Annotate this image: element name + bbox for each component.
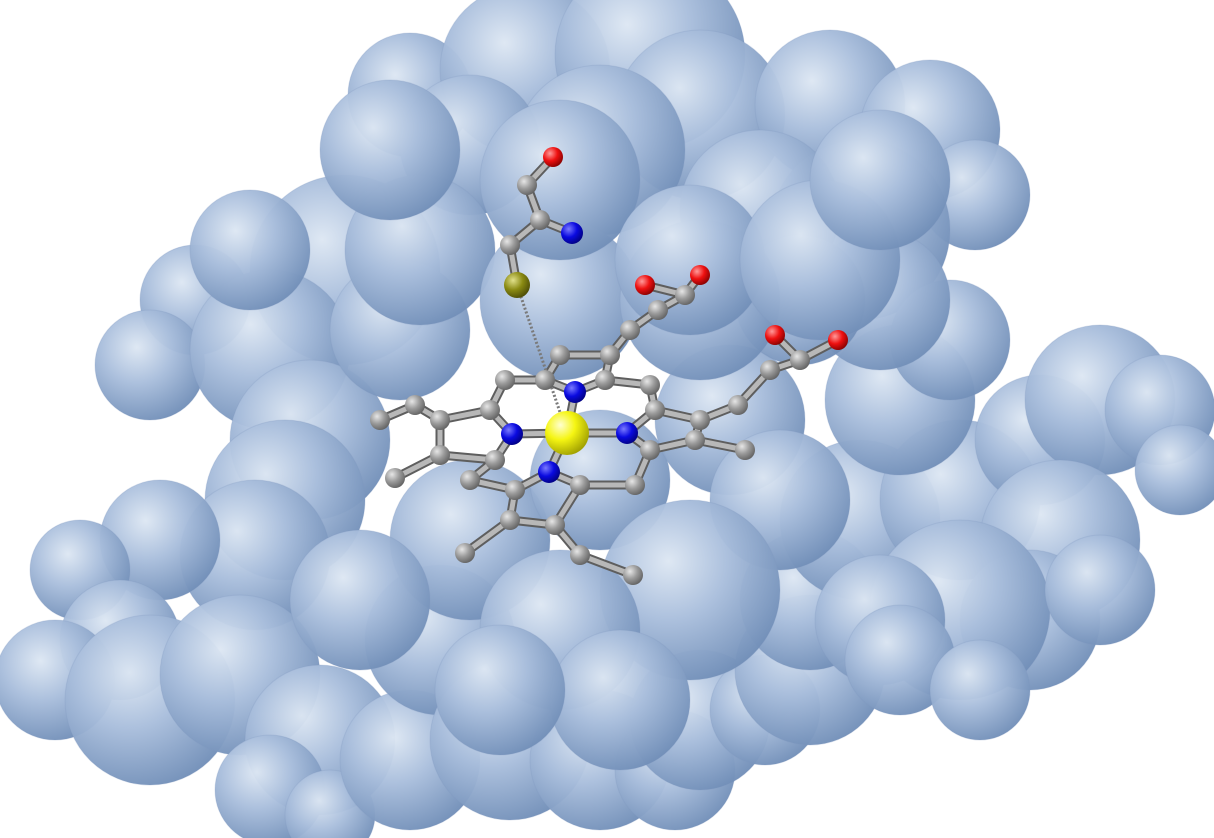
nitrogen-atom: [616, 422, 638, 444]
carbon-atom: [517, 175, 537, 195]
carbon-atom: [455, 543, 475, 563]
carbon-atom: [648, 300, 668, 320]
iron-atom: [545, 411, 589, 455]
surface-sphere: [189, 189, 311, 311]
carbon-atom: [623, 565, 643, 585]
surface-sphere: [1134, 424, 1214, 516]
carbon-atom: [640, 440, 660, 460]
carbon-atom: [600, 345, 620, 365]
surface-sphere: [94, 309, 206, 421]
surface-sphere: [289, 529, 431, 671]
nitrogen-atom: [538, 461, 560, 483]
carbon-atom: [595, 370, 615, 390]
nitrogen-atom: [564, 381, 586, 403]
carbon-atom: [545, 515, 565, 535]
carbon-atom: [430, 410, 450, 430]
surface-sphere: [1044, 534, 1156, 646]
carbon-atom: [728, 395, 748, 415]
carbon-atom: [645, 400, 665, 420]
surface-sphere: [319, 79, 461, 221]
carbon-atom: [570, 545, 590, 565]
carbon-atom: [640, 375, 660, 395]
carbon-atom: [480, 400, 500, 420]
carbon-atom: [760, 360, 780, 380]
carbon-atom: [370, 410, 390, 430]
carbon-atom: [690, 410, 710, 430]
carbon-atom: [685, 430, 705, 450]
carbon-atom: [550, 345, 570, 365]
surface-sphere: [809, 109, 951, 251]
surface-sphere: [929, 639, 1031, 741]
carbon-atom: [405, 395, 425, 415]
carbon-atom: [385, 468, 405, 488]
oxygen-atom: [690, 265, 710, 285]
heme-ligand-ball-and-stick: [370, 147, 848, 585]
carbon-atom: [500, 510, 520, 530]
carbon-atom: [790, 350, 810, 370]
carbon-atom: [495, 370, 515, 390]
carbon-atom: [505, 480, 525, 500]
carbon-atom: [675, 285, 695, 305]
sulfur-atom: [504, 272, 530, 298]
carbon-atom: [625, 475, 645, 495]
carbon-atom: [530, 210, 550, 230]
oxygen-atom: [765, 325, 785, 345]
carbon-atom: [485, 450, 505, 470]
ligand-atoms: [370, 147, 848, 585]
surface-sphere: [479, 99, 641, 261]
surface-sphere: [549, 629, 691, 771]
carbon-atom: [430, 445, 450, 465]
carbon-atom: [535, 370, 555, 390]
oxygen-atom: [635, 275, 655, 295]
carbon-atom: [500, 235, 520, 255]
nitrogen-atom: [501, 423, 523, 445]
carbon-atom: [460, 470, 480, 490]
surface-sphere: [434, 624, 566, 756]
carbon-atom: [735, 440, 755, 460]
nitrogen-atom: [561, 222, 583, 244]
carbon-atom: [570, 475, 590, 495]
carbon-atom: [620, 320, 640, 340]
oxygen-atom: [828, 330, 848, 350]
oxygen-atom: [543, 147, 563, 167]
